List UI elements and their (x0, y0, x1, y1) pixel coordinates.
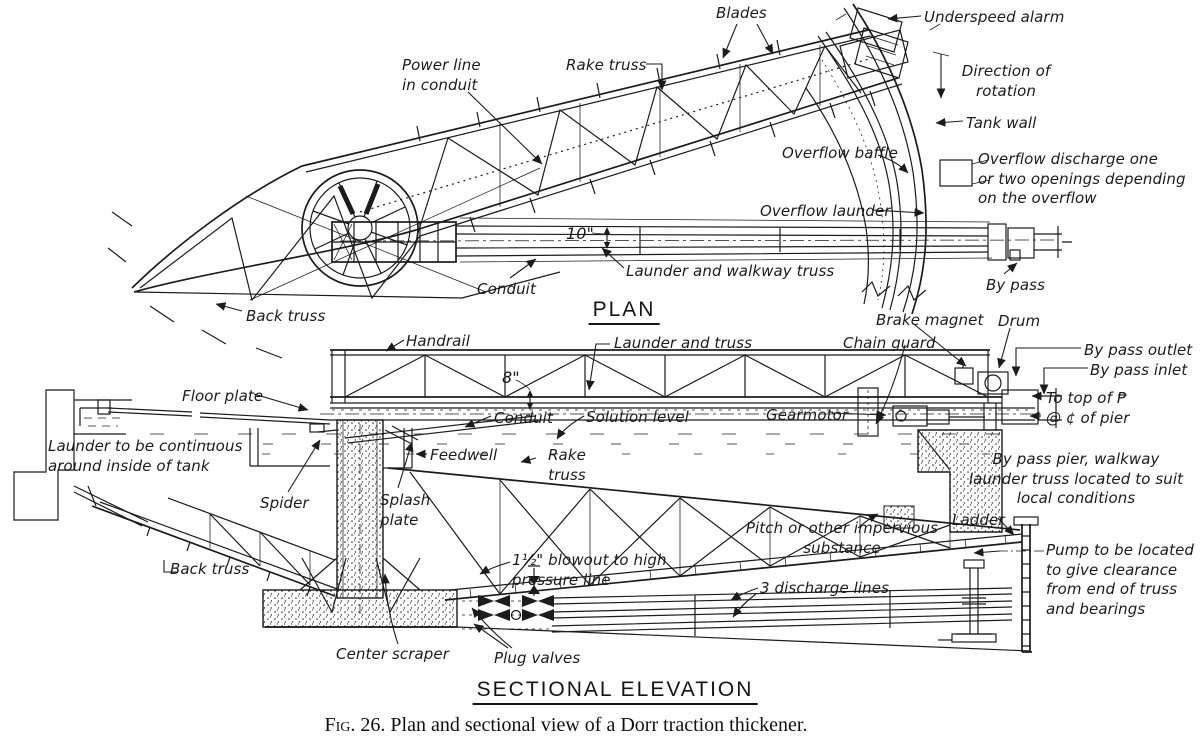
sectional-elevation-title: SECTIONAL ELEVATION (472, 678, 758, 705)
label-spider: Spider (260, 494, 309, 512)
label-dim-8in: 8" (502, 368, 520, 387)
label-by-pass-plan: By pass (986, 276, 1045, 294)
label-handrail: Handrail (406, 332, 470, 350)
label-splash-plate: Splash plate (380, 491, 431, 529)
figure-caption-text: Plan and sectional view of a Dorr tracti… (385, 714, 808, 736)
label-conduit-plan: Conduit (477, 280, 536, 298)
label-by-pass-outlet: By pass outlet (1084, 341, 1193, 359)
label-feedwell: Feedwell (430, 446, 498, 464)
label-chain-guard: Chain guard (843, 334, 936, 352)
label-underspeed-alarm: Underspeed alarm (924, 8, 1065, 26)
figure-caption: Fig. 26. Plan and sectional view of a Do… (325, 714, 808, 737)
label-drum: Drum (998, 312, 1041, 330)
label-rake-truss-plan: Rake truss (566, 56, 647, 74)
label-tank-wall: Tank wall (966, 114, 1037, 132)
label-launder-continuous: Launder to be continuous around inside o… (48, 437, 243, 475)
label-pitch-substance: Pitch or other impervious substance (745, 519, 939, 557)
label-rake-truss-elevation: Rake truss (548, 446, 586, 484)
label-center-scraper: Center scraper (336, 645, 449, 663)
plan-view (107, 3, 1072, 359)
label-solution-level: Solution level (586, 408, 689, 426)
label-launder-walkway-truss: Launder and walkway truss (626, 262, 835, 280)
label-overflow-discharge: Overflow discharge one or two openings d… (978, 150, 1186, 207)
label-by-pass-inlet: By pass inlet (1090, 361, 1188, 379)
label-plug-valves: Plug valves (494, 649, 581, 667)
label-dim-10in: 10" (566, 224, 595, 243)
label-by-pass-pier: By pass pier, walkway launder truss loca… (968, 450, 1184, 507)
figure-caption-number: Fig. 26. (324, 714, 386, 736)
label-conduit-elevation: Conduit (494, 409, 553, 427)
label-blades: Blades (716, 4, 767, 22)
label-direction-of-rotation: Direction of rotation (961, 62, 1051, 100)
label-overflow-launder: Overflow launder (760, 202, 891, 220)
label-discharge-lines: 3 discharge lines (760, 579, 890, 597)
label-power-line-in-conduit: Power line in conduit (402, 56, 481, 94)
label-back-truss-plan: Back truss (246, 307, 326, 325)
label-gearmotor: Gearmotor (766, 406, 849, 424)
elevation-view (13, 324, 1088, 653)
label-launder-and-truss: Launder and truss (614, 334, 753, 352)
label-overflow-baffle: Overflow baffle (782, 144, 898, 162)
label-blowout: 1½" blowout to high pressure line (512, 551, 667, 589)
label-back-truss-elevation: Back truss (170, 560, 250, 578)
label-ladder: Ladder (952, 511, 1005, 529)
label-brake-magnet: Brake magnet (876, 311, 984, 329)
label-pump-note: Pump to be located to give clearance fro… (1046, 541, 1195, 618)
label-to-top-of-pier: To top of ₱ @ ¢ of pier (1046, 389, 1130, 427)
label-floor-plate: Floor plate (182, 387, 264, 405)
plan-title: PLAN (588, 298, 660, 325)
